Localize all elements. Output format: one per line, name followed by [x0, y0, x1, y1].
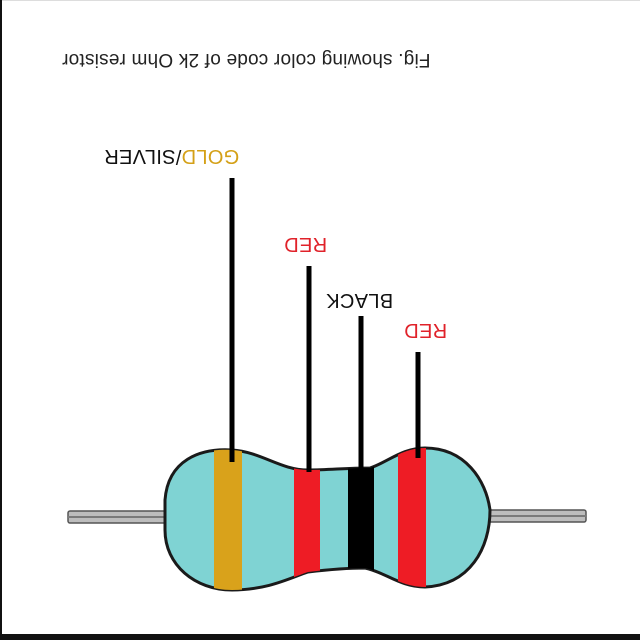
resistor-leads [67, 509, 587, 524]
label-red-first: RED [284, 233, 328, 255]
label-silver: /SILVER [104, 145, 182, 167]
top-border [0, 0, 640, 1]
left-border [0, 0, 2, 640]
gold-band [214, 448, 242, 590]
bottom-border [0, 634, 640, 640]
red-band-first [398, 448, 426, 590]
label-black: BLACK [326, 289, 394, 311]
black-band [348, 448, 374, 590]
figure-caption: Fig. showing color code of 2k Ohm resist… [62, 49, 431, 70]
label-gold-silver: GOLD/SILVER [104, 144, 239, 167]
label-gold: GOLD [181, 145, 240, 167]
resistor-body [163, 446, 492, 592]
pointer-lines [229, 178, 421, 472]
label-red-second: RED [404, 319, 448, 341]
color-bands [214, 448, 426, 590]
